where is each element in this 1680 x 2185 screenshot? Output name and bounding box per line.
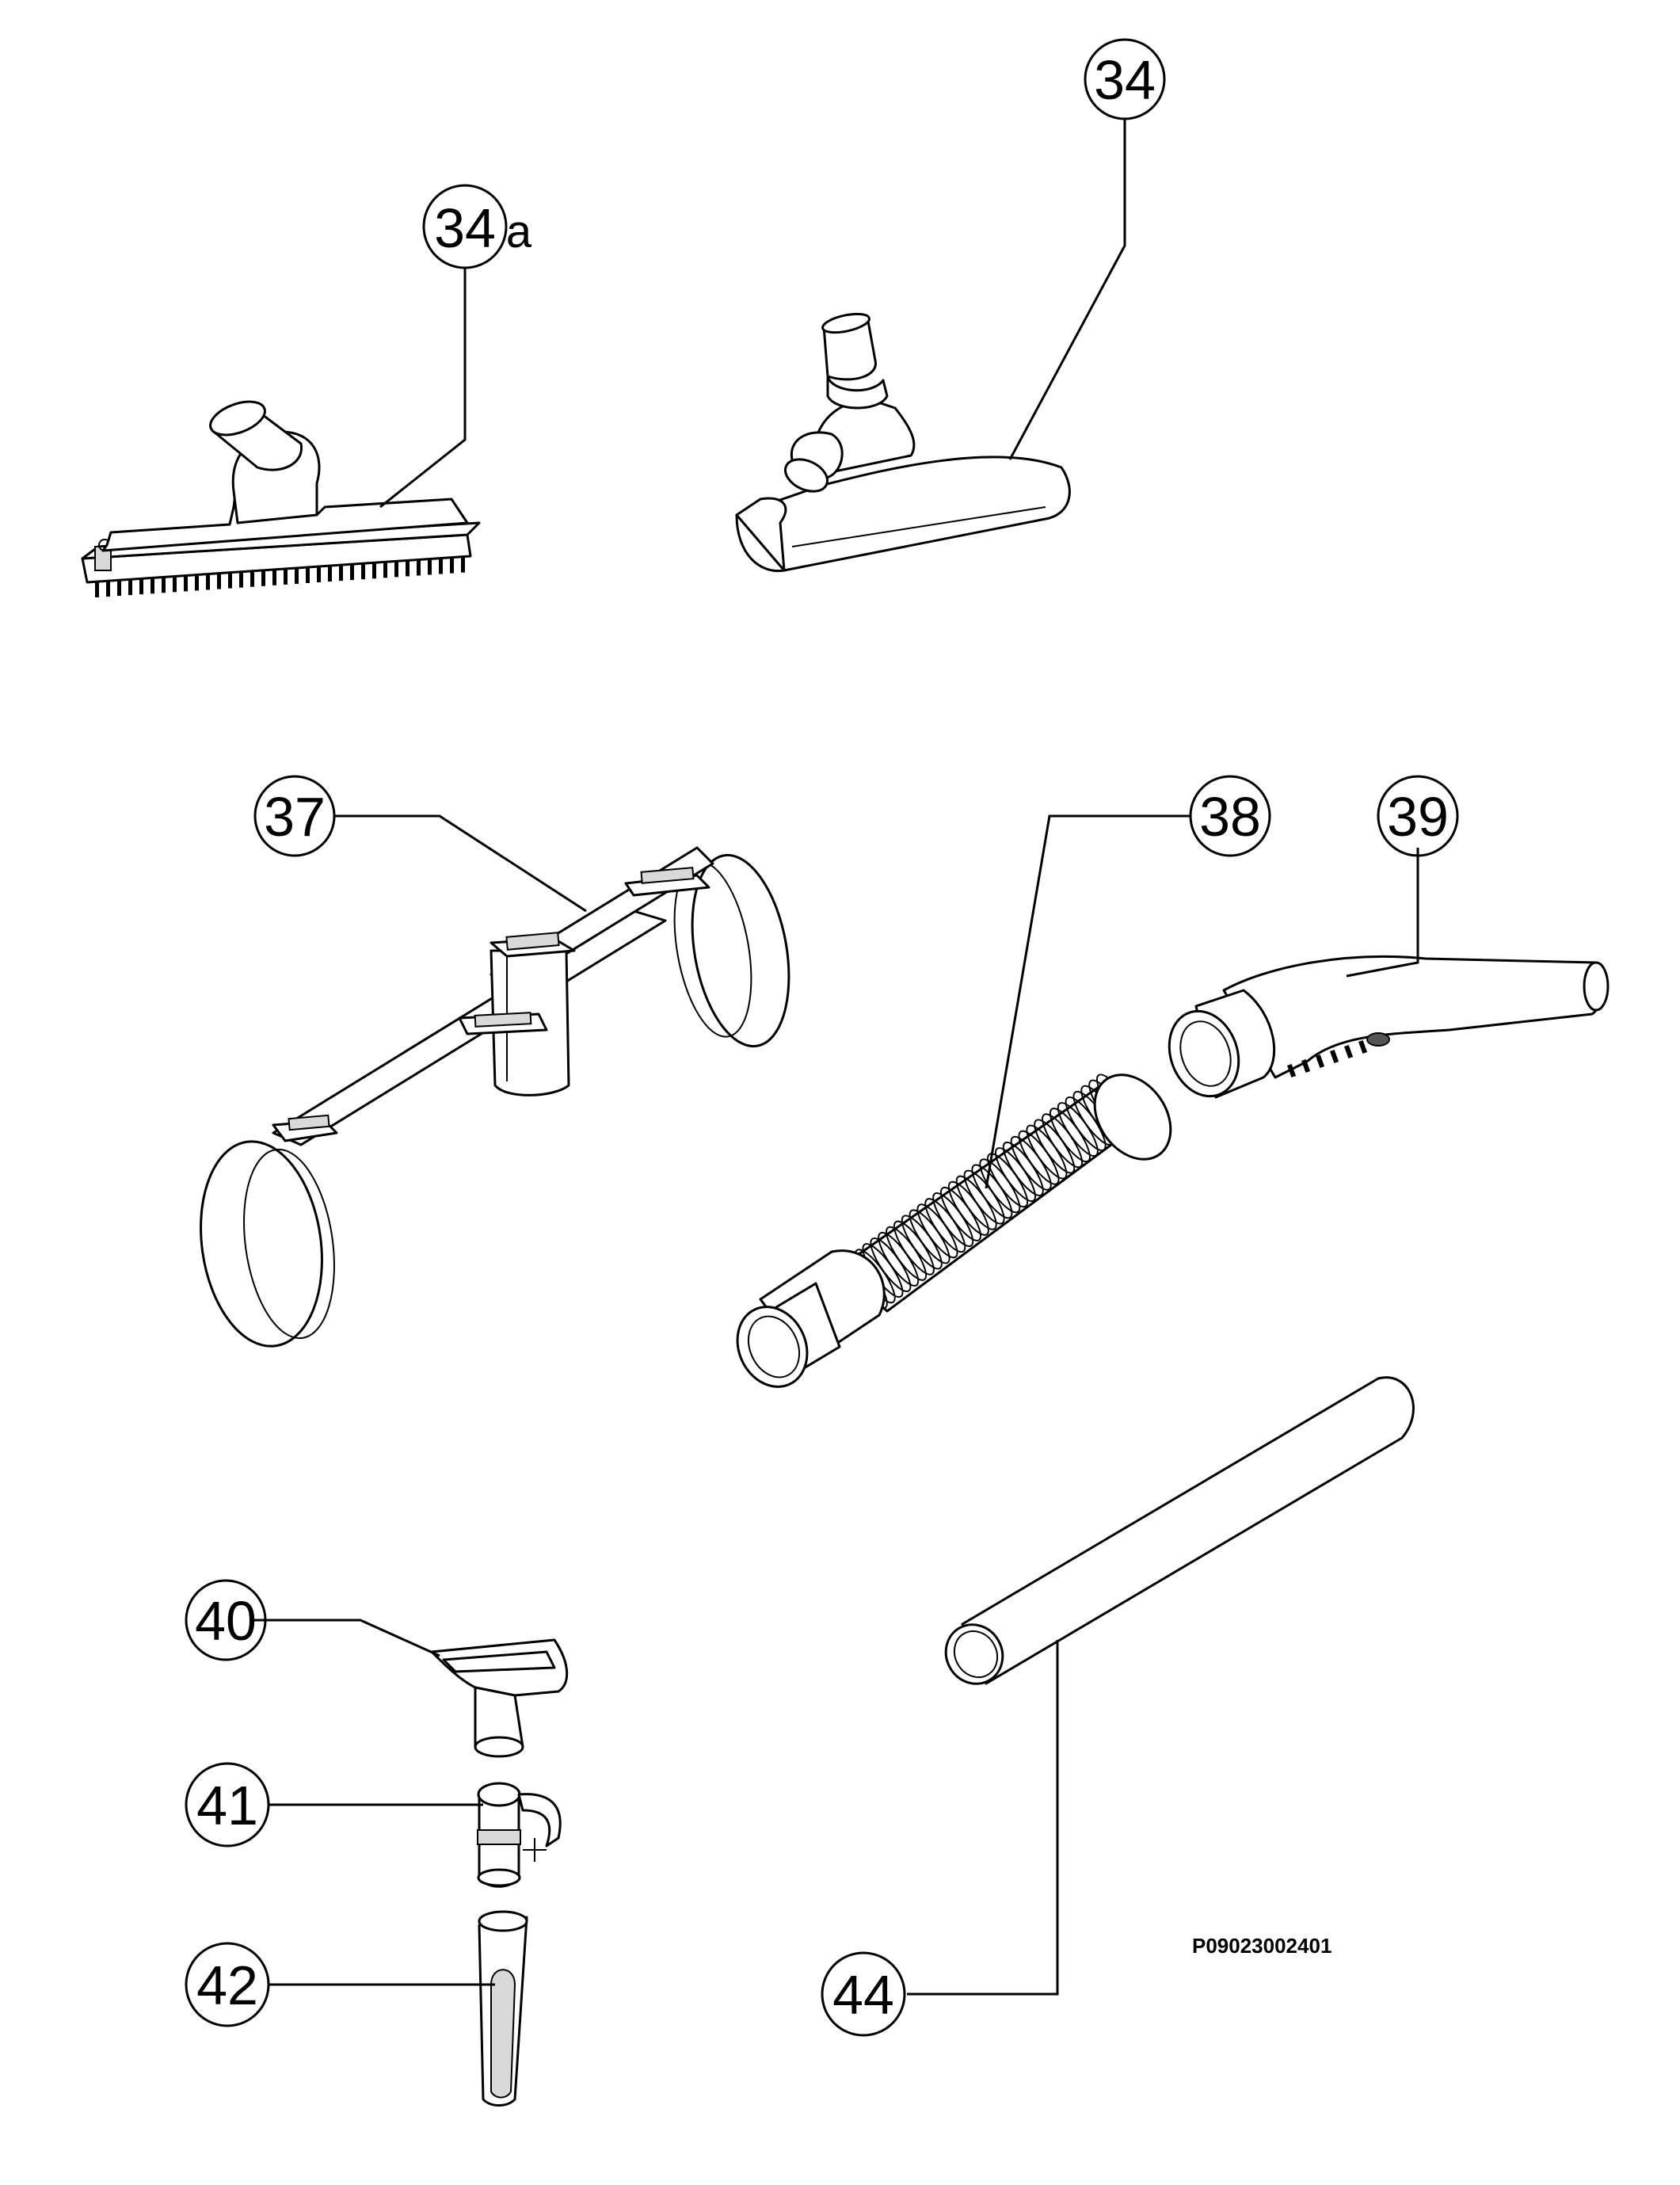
part-37-strap [200,846,790,1348]
svg-text:37: 37 [264,786,326,848]
callout-37: 37 [253,775,336,857]
callout-42: 42 [185,1942,270,2027]
part-41-adaptor-clip [477,1782,562,1888]
svg-text:41: 41 [196,1775,258,1836]
part-44-tube [944,1376,1415,1685]
callout-34: 34 [1084,38,1166,120]
callout-40: 40 [185,1579,267,1661]
callout-39: 39 [1377,775,1459,857]
leader-40 [253,1619,440,1657]
leader-lines [253,119,1419,1996]
leader-44 [907,1640,1059,1996]
part-34-floor-nozzle [735,312,1071,573]
part-39-handle [1168,955,1610,1099]
leader-37 [335,814,587,913]
part-42-crevice-tool [478,1910,528,2107]
callout-44: 44 [821,1951,906,2037]
svg-text:39: 39 [1387,786,1449,848]
callout-34a: 34 a [422,184,532,269]
svg-text:34: 34 [1094,49,1156,111]
svg-text:38: 38 [1199,786,1261,848]
callout-41: 41 [185,1762,270,1848]
leader-39 [1346,848,1419,978]
part-40-crevice-nozzle [430,1638,569,1758]
svg-text:42: 42 [196,1954,258,2016]
leader-34a [379,268,467,509]
part-38-hose [736,1073,1172,1388]
svg-text:40: 40 [195,1590,257,1652]
leader-34 [1008,119,1126,460]
svg-text:34: 34 [434,197,496,259]
part-34a-brush-nozzle [81,400,481,597]
callout-38: 38 [1189,775,1271,857]
svg-text:a: a [506,206,532,257]
leader-38 [985,814,1190,1189]
svg-text:44: 44 [832,1964,894,2026]
drawing-code: P09023002401 [1192,1934,1331,1958]
